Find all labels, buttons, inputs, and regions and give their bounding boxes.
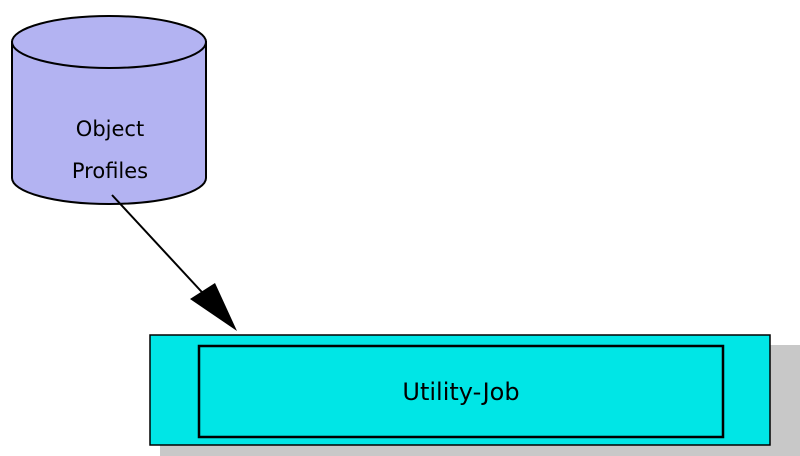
database-cylinder-top bbox=[11, 15, 207, 69]
object-profiles-database: Object Profiles bbox=[11, 15, 207, 205]
database-label-line2: Profiles bbox=[72, 159, 148, 183]
process-inner-box bbox=[197, 344, 725, 439]
database-cylinder-body bbox=[11, 41, 207, 205]
connector-line bbox=[111, 194, 213, 304]
utility-job-process: Utility-Job bbox=[149, 334, 800, 456]
connector-arrow bbox=[111, 194, 237, 331]
arrowhead-icon bbox=[190, 283, 237, 331]
process-label: Utility-Job bbox=[402, 378, 519, 406]
database-label-line1: Object bbox=[76, 117, 144, 141]
